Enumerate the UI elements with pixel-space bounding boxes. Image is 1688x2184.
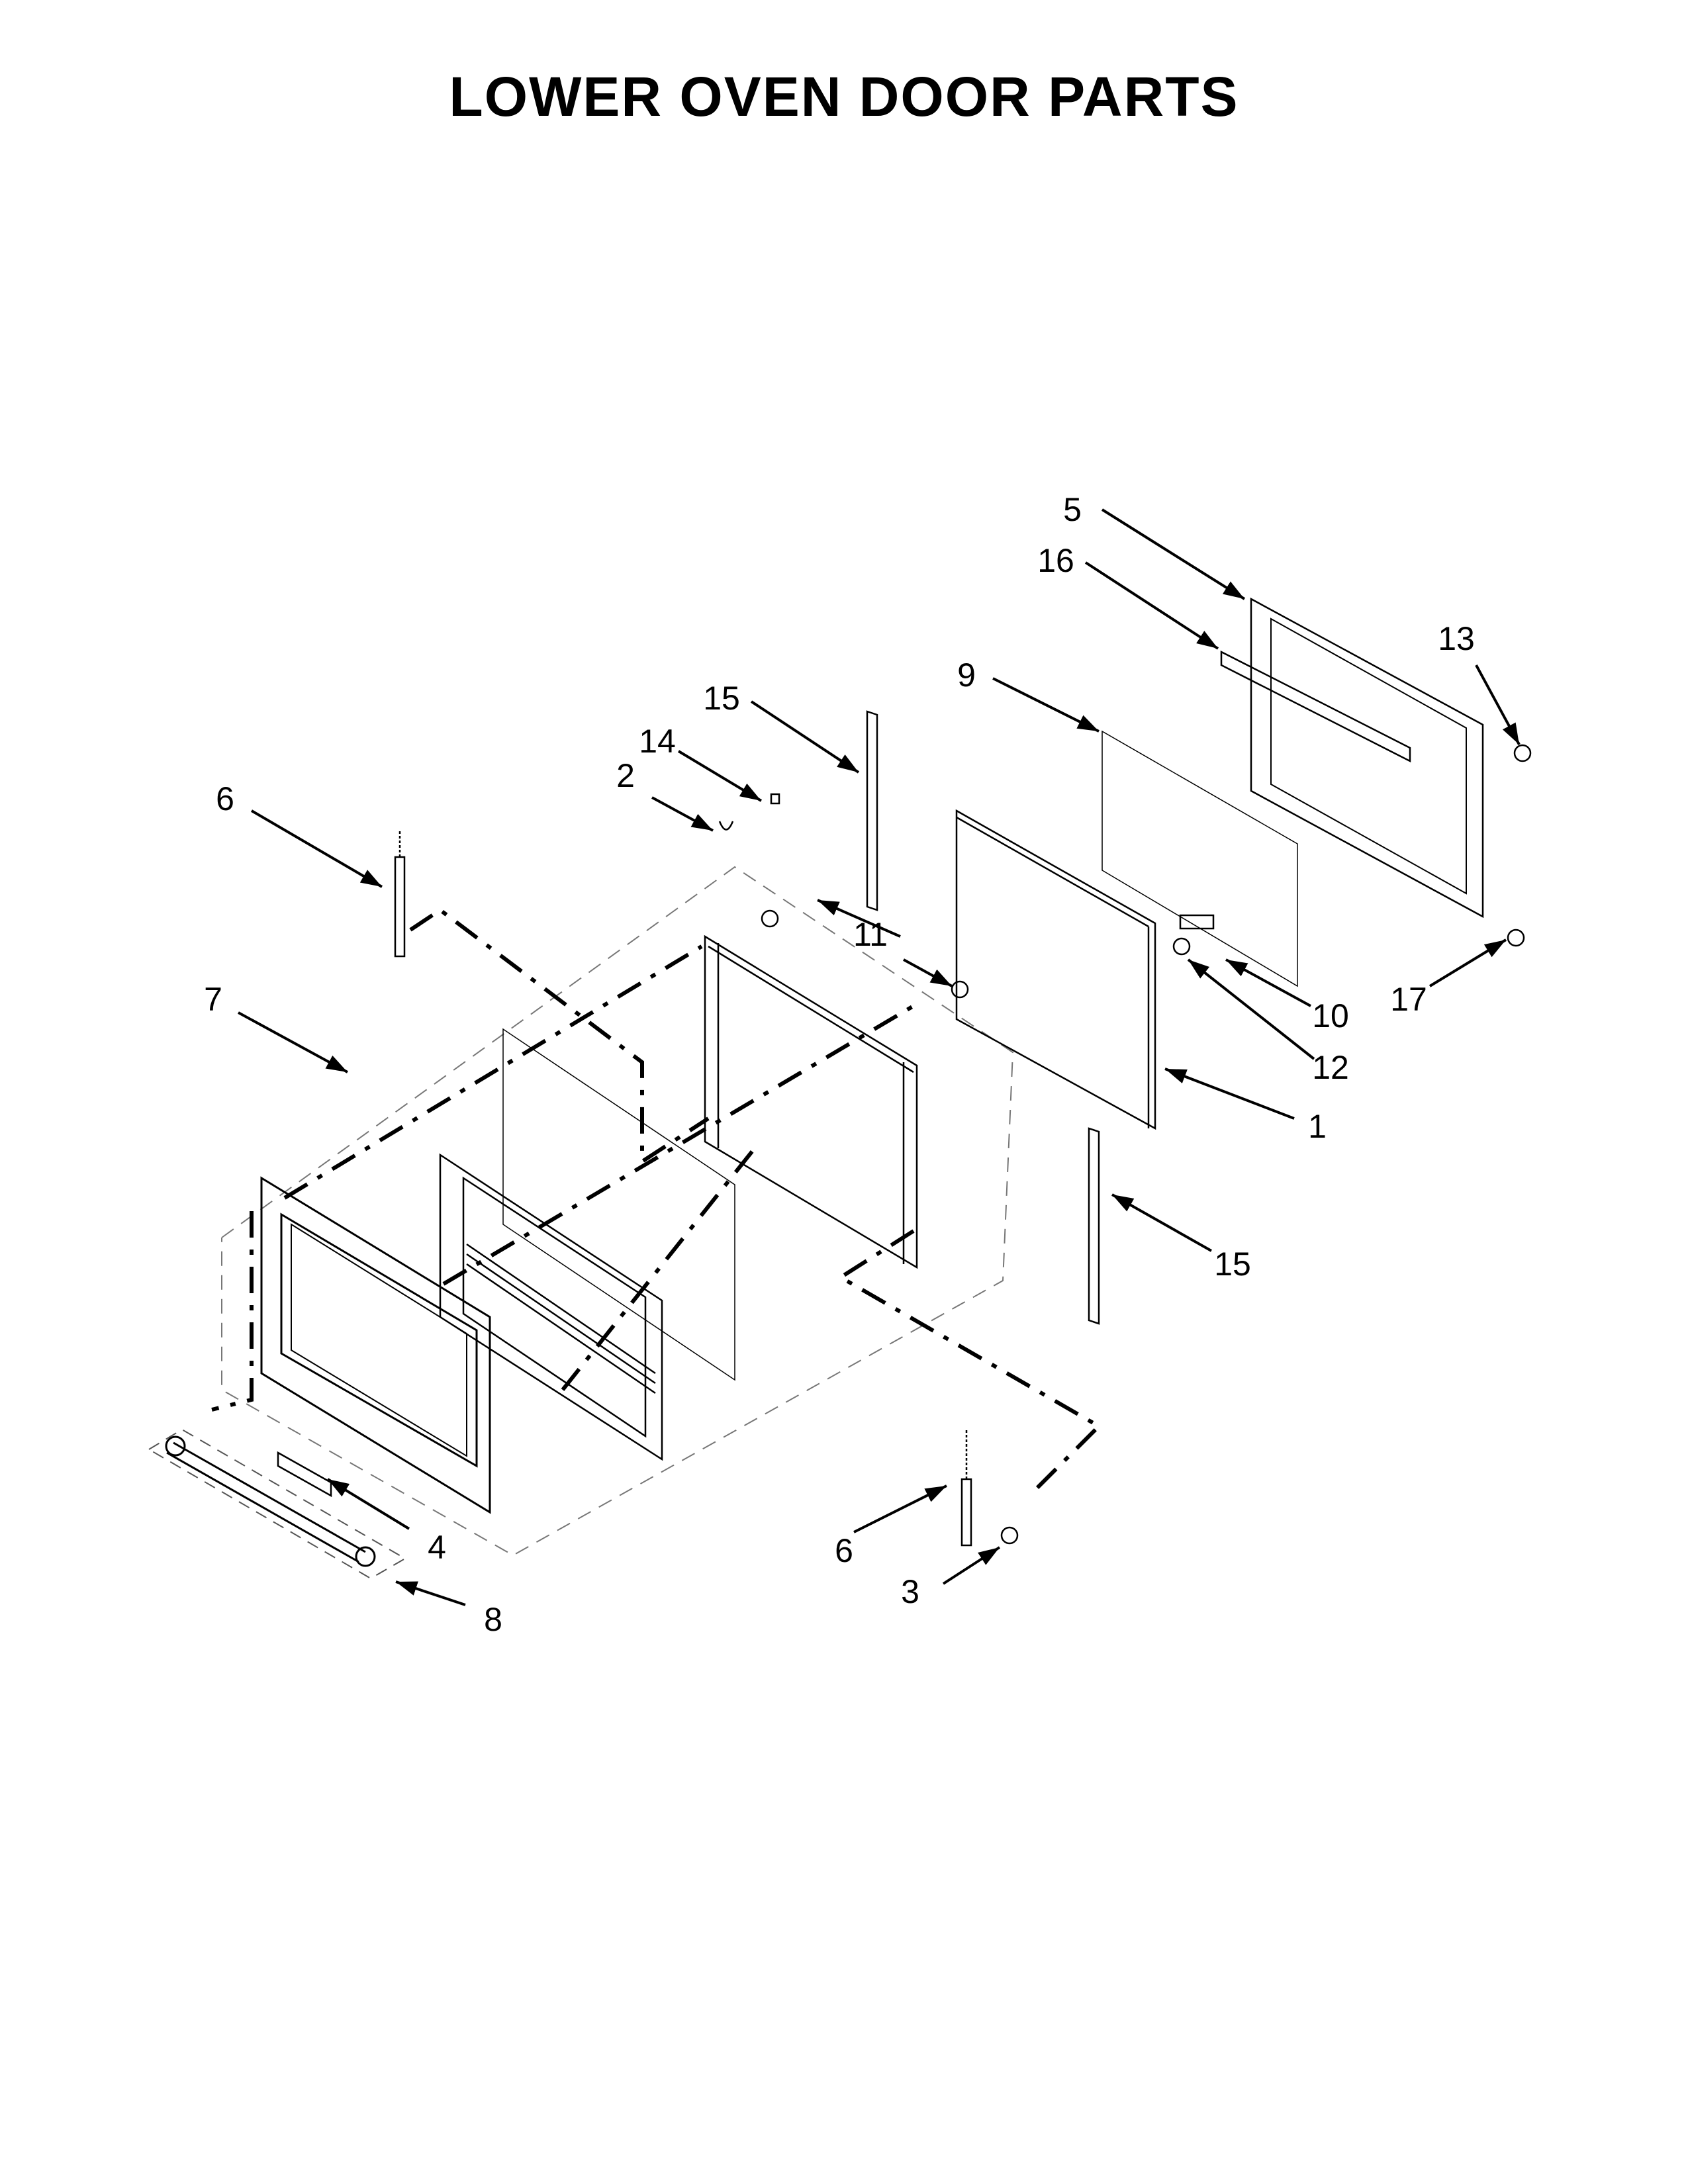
callout-label: 15	[703, 680, 740, 717]
side-strip-part-15-top	[866, 710, 878, 911]
callout-label: 6	[216, 780, 234, 817]
callout-label: 15	[1214, 1246, 1251, 1283]
screw-part-11-a	[761, 909, 779, 928]
callout-label: 8	[484, 1601, 502, 1638]
callout-label: 14	[639, 723, 676, 760]
side-strip-part-15-bottom	[1088, 1127, 1100, 1325]
callout-label: 2	[616, 757, 635, 794]
callout-label: 12	[1312, 1049, 1349, 1086]
page-title: LOWER OVEN DOOR PARTS	[449, 66, 1239, 128]
hinge-part-6-bottom	[961, 1430, 972, 1547]
glass-part-9	[1102, 730, 1298, 987]
badge-part-4	[277, 1451, 332, 1498]
assembly-lines	[211, 907, 1102, 1498]
clip-part-14	[770, 793, 780, 805]
inner-door-frame	[439, 1153, 663, 1461]
inner-glass-frame-part-1	[955, 809, 1156, 1130]
callout-label: 4	[428, 1529, 446, 1566]
callout-label: 6	[835, 1532, 853, 1569]
callout-label: 10	[1312, 997, 1349, 1034]
door-assembly-envelope	[221, 866, 1014, 1557]
screw-part-12	[1172, 937, 1191, 956]
door-liner-frame	[704, 934, 918, 1269]
callout-label: 7	[204, 981, 222, 1018]
callout-arrows	[238, 508, 1521, 1606]
bracket-strip-part-16	[1220, 650, 1411, 763]
door-frame-part-5	[1250, 597, 1484, 919]
outer-door-panel	[260, 1176, 491, 1514]
screw-part-11-b	[951, 980, 969, 999]
callout-label: 3	[901, 1573, 919, 1610]
callout-label: 13	[1438, 620, 1475, 657]
callout-label: 16	[1037, 542, 1074, 579]
screw-part-17	[1507, 929, 1525, 947]
handle-part-8	[165, 1435, 376, 1567]
clip-part-2	[718, 821, 734, 831]
handle-envelope	[148, 1428, 406, 1580]
callout-label: 9	[957, 657, 976, 694]
callout-label: 11	[853, 916, 888, 953]
screw-part-13	[1513, 744, 1532, 762]
bracket-part-10	[1179, 914, 1215, 930]
callout-label: 5	[1063, 491, 1082, 528]
hinge-part-6-top	[394, 831, 406, 958]
screw-part-3	[1000, 1526, 1019, 1545]
callout-label: 17	[1390, 981, 1427, 1018]
glass-panel-middle	[502, 1028, 735, 1381]
callout-label: 1	[1308, 1108, 1327, 1145]
